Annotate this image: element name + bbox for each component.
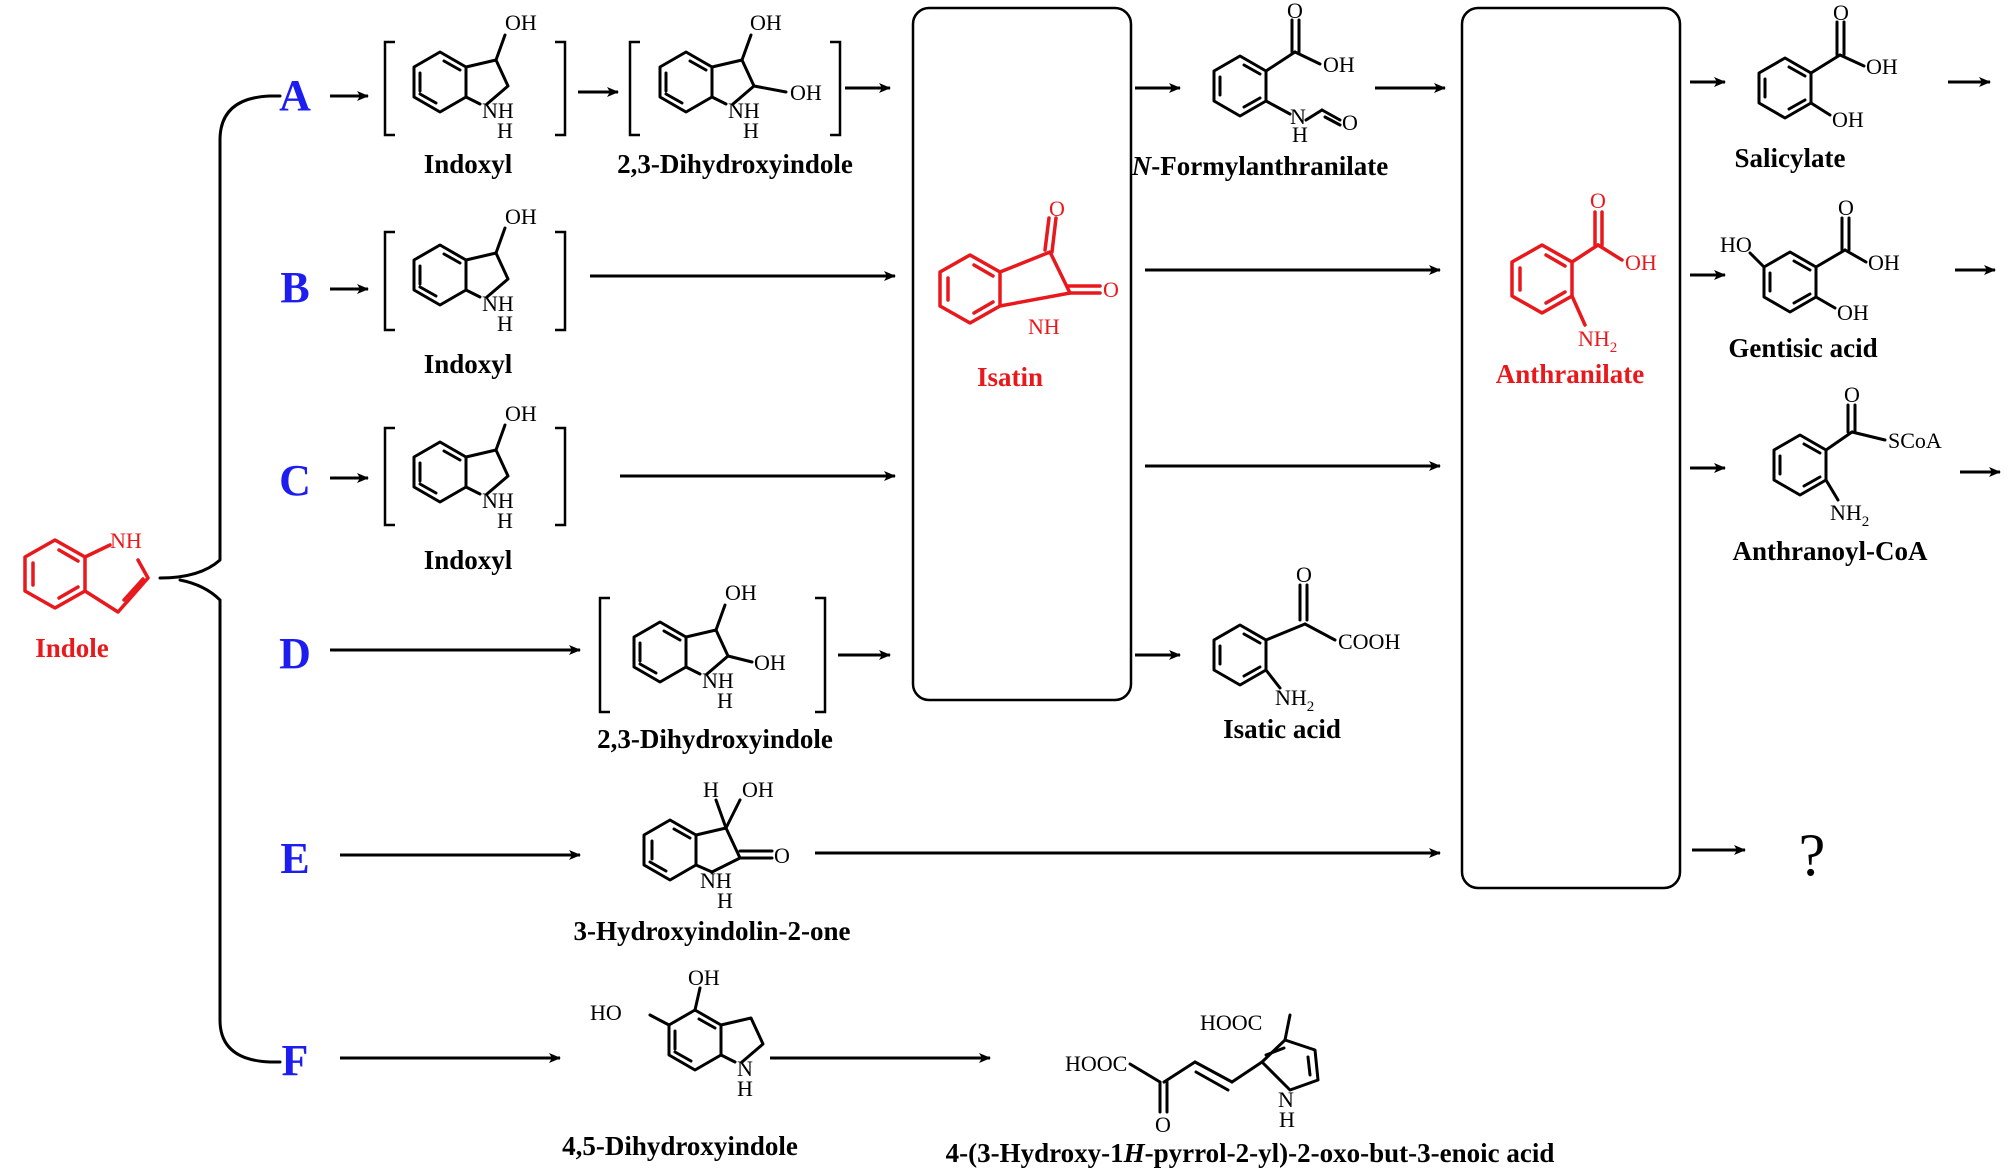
d45-oh: OH (688, 965, 720, 990)
route-label-f: F (282, 1036, 309, 1085)
route-label-a: A (279, 71, 311, 120)
indole-nh-atom: NH (110, 528, 142, 553)
dihydroxy-a-h: H (743, 118, 759, 143)
indoxyl-a-structure: OH NH H (383, 10, 567, 143)
n-formylanthranilate-structure: O OH N H O (1212, 0, 1358, 147)
hydroxyindolinone-oh: OH (742, 777, 774, 802)
isatin-o2: O (1103, 277, 1119, 302)
indoxyl-a-oh: OH (505, 10, 537, 35)
d45-ho: HO (590, 1000, 622, 1025)
pyrrol-hooc2: HOOC (1200, 1010, 1262, 1035)
anthranoyl-coa-label: Anthranoyl-CoA (1732, 536, 1928, 566)
salicylate-structure: O OH OH (1757, 0, 1898, 132)
anthranoyl-scoa: SCoA (1888, 428, 1942, 453)
isatic-acid-label: Isatic acid (1223, 714, 1341, 744)
salicylate-o: O (1833, 0, 1849, 25)
anthranilate-box (1460, 6, 1682, 890)
gentisic-acid-label: Gentisic acid (1728, 333, 1877, 363)
isatic-cooh: COOH (1338, 629, 1400, 654)
isatin-box (911, 6, 1133, 702)
dihydroxy-a-oh3: OH (750, 10, 782, 35)
indoxyl-a-label: Indoxyl (424, 149, 513, 179)
dihydroxyindole-d-label: 2,3-Dihydroxyindole (597, 724, 833, 754)
indoxyl-b-structure: OH NH H (383, 204, 567, 336)
pyrrol-n: N (1278, 1087, 1294, 1112)
hydroxyindolinone-h: H (717, 888, 733, 913)
isatin-o3: O (1049, 196, 1065, 221)
dihydroxyindole45-structure: OH HO N H (590, 965, 765, 1101)
indole-structure: NH (23, 528, 150, 614)
anthranilate-label: Anthranilate (1496, 359, 1645, 389)
nformyl-o: O (1287, 0, 1303, 23)
isatin-label: Isatin (977, 362, 1043, 392)
route-label-e: E (280, 834, 309, 883)
nformyl-o2: O (1342, 110, 1358, 135)
indoxyl-a-h: H (497, 118, 513, 143)
n-formylanthranilate-label: N-Formylanthranilate (1131, 151, 1388, 181)
hydroxyindolinone-nh: NH (700, 868, 732, 893)
gentisic-o: O (1838, 195, 1854, 220)
hydroxyindolinone-o: O (774, 843, 790, 868)
gentisic-ho: HO (1720, 232, 1752, 257)
indoxyl-c-structure: OH NH H (383, 401, 567, 533)
indoxyl-b-label: Indoxyl (424, 349, 513, 379)
nformyl-oh: OH (1323, 52, 1355, 77)
hydroxyindolinone-label: 3-Hydroxyindolin-2-one (573, 916, 850, 946)
nformyl-n: N (1290, 104, 1306, 129)
indoxyl-b-nh: NH (482, 291, 514, 316)
indoxyl-c-h: H (497, 508, 513, 533)
dihydroxyindole-a-structure: OH OH NH H (628, 10, 842, 143)
salicylate-oh2: OH (1832, 107, 1864, 132)
nformyl-h: H (1292, 122, 1308, 147)
dihydroxy-d-oh2: OH (754, 650, 786, 675)
isatic-nh2: NH2 (1275, 685, 1314, 715)
dihydroxy-d-h: H (717, 688, 733, 713)
route-label-b: B (280, 263, 309, 312)
salicylate-label: Salicylate (1735, 143, 1846, 173)
gentisic-acid-structure: HO O OH OH (1720, 195, 1900, 325)
dihydroxy-a-oh2: OH (790, 80, 822, 105)
dihydroxyindole45-label: 4,5-Dihydroxyindole (562, 1131, 798, 1161)
pyrrol-enoic-acid-structure: HOOC O HOOC N H (1065, 1010, 1320, 1137)
indoxyl-b-h: H (497, 311, 513, 336)
gentisic-oh1: OH (1868, 250, 1900, 275)
route-label-d: D (279, 629, 311, 678)
d45-n: N (737, 1056, 753, 1081)
indoxyl-c-oh: OH (505, 401, 537, 426)
anthranilate-structure: O OH NH2 (1510, 188, 1657, 356)
branch-brace (158, 94, 282, 1064)
pyrrol-enoic-acid-label: 4-(3-Hydroxy-1H-pyrrol-2-yl)-2-oxo-but-3… (946, 1138, 1555, 1168)
indoxyl-c-nh: NH (482, 488, 514, 513)
dihydroxyindole-d-structure: OH OH NH H (598, 580, 827, 714)
indoxyl-b-oh: OH (505, 204, 537, 229)
indoxyl-c-label: Indoxyl (424, 545, 513, 575)
hydroxyindolinone-structure: O H OH NH H (642, 777, 790, 913)
indoxyl-a-nh: NH (482, 98, 514, 123)
d45-h: H (737, 1076, 753, 1101)
anthranoyl-coa-structure: O SCoA NH2 (1772, 382, 1942, 530)
anthranilate-nh2: NH2 (1578, 326, 1617, 356)
dihydroxy-d-oh3: OH (725, 580, 757, 605)
pyrrol-o: O (1155, 1112, 1171, 1137)
indole-label: Indole (35, 633, 109, 663)
anthranilate-oh: OH (1625, 250, 1657, 275)
route-label-c: C (279, 456, 311, 505)
unknown-product: ? (1799, 822, 1826, 888)
pyrrol-h: H (1279, 1107, 1295, 1132)
dihydroxy-d-nh: NH (702, 668, 734, 693)
salicylate-oh1: OH (1866, 54, 1898, 79)
gentisic-oh2: OH (1837, 300, 1869, 325)
isatic-acid-structure: O COOH NH2 (1212, 562, 1400, 715)
anthranilate-o: O (1590, 188, 1606, 213)
isatin-nh: NH (1028, 314, 1060, 339)
dihydroxy-a-nh: NH (728, 98, 760, 123)
anthranoyl-nh2: NH2 (1830, 500, 1869, 530)
pyrrol-hooc: HOOC (1065, 1051, 1127, 1076)
dihydroxyindole-a-label: 2,3-Dihydroxyindole (617, 149, 853, 179)
anthranoyl-o: O (1844, 382, 1860, 407)
isatin-structure: O O NH (938, 196, 1119, 339)
isatic-o: O (1296, 562, 1312, 587)
hydroxyindolinone-h3: H (703, 777, 719, 802)
